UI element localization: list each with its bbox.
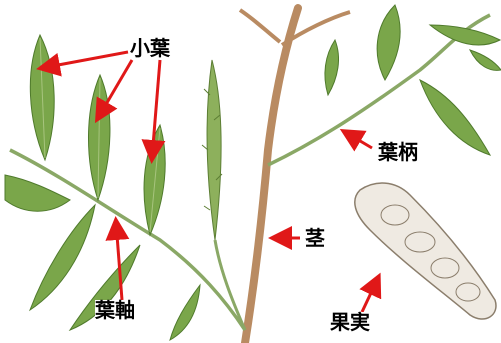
flower-spike <box>202 60 222 240</box>
leaflet <box>420 80 490 155</box>
petiole-arrow <box>345 132 372 148</box>
leaflet <box>377 5 400 80</box>
label-leaflet: 小葉 <box>130 38 170 58</box>
main-stem <box>245 8 298 343</box>
leaflet <box>325 40 339 95</box>
fruit-arrow <box>362 278 378 312</box>
leaflet <box>5 175 70 211</box>
label-stem: 茎 <box>305 228 325 248</box>
spike-stalk <box>215 240 245 330</box>
upper-branch-left <box>240 10 280 42</box>
label-fruit: 果実 <box>330 312 370 332</box>
leaflets-right <box>325 5 501 155</box>
leaflets-left <box>5 35 200 340</box>
label-rachis: 葉軸 <box>95 300 135 320</box>
leaflet <box>470 50 501 70</box>
leaflet <box>30 205 95 310</box>
fruit-pod <box>355 183 496 319</box>
leaflet <box>430 25 500 45</box>
label-petiole: 葉柄 <box>378 142 418 162</box>
leaflet-arrow-1 <box>42 52 128 68</box>
leaflet <box>170 285 200 340</box>
